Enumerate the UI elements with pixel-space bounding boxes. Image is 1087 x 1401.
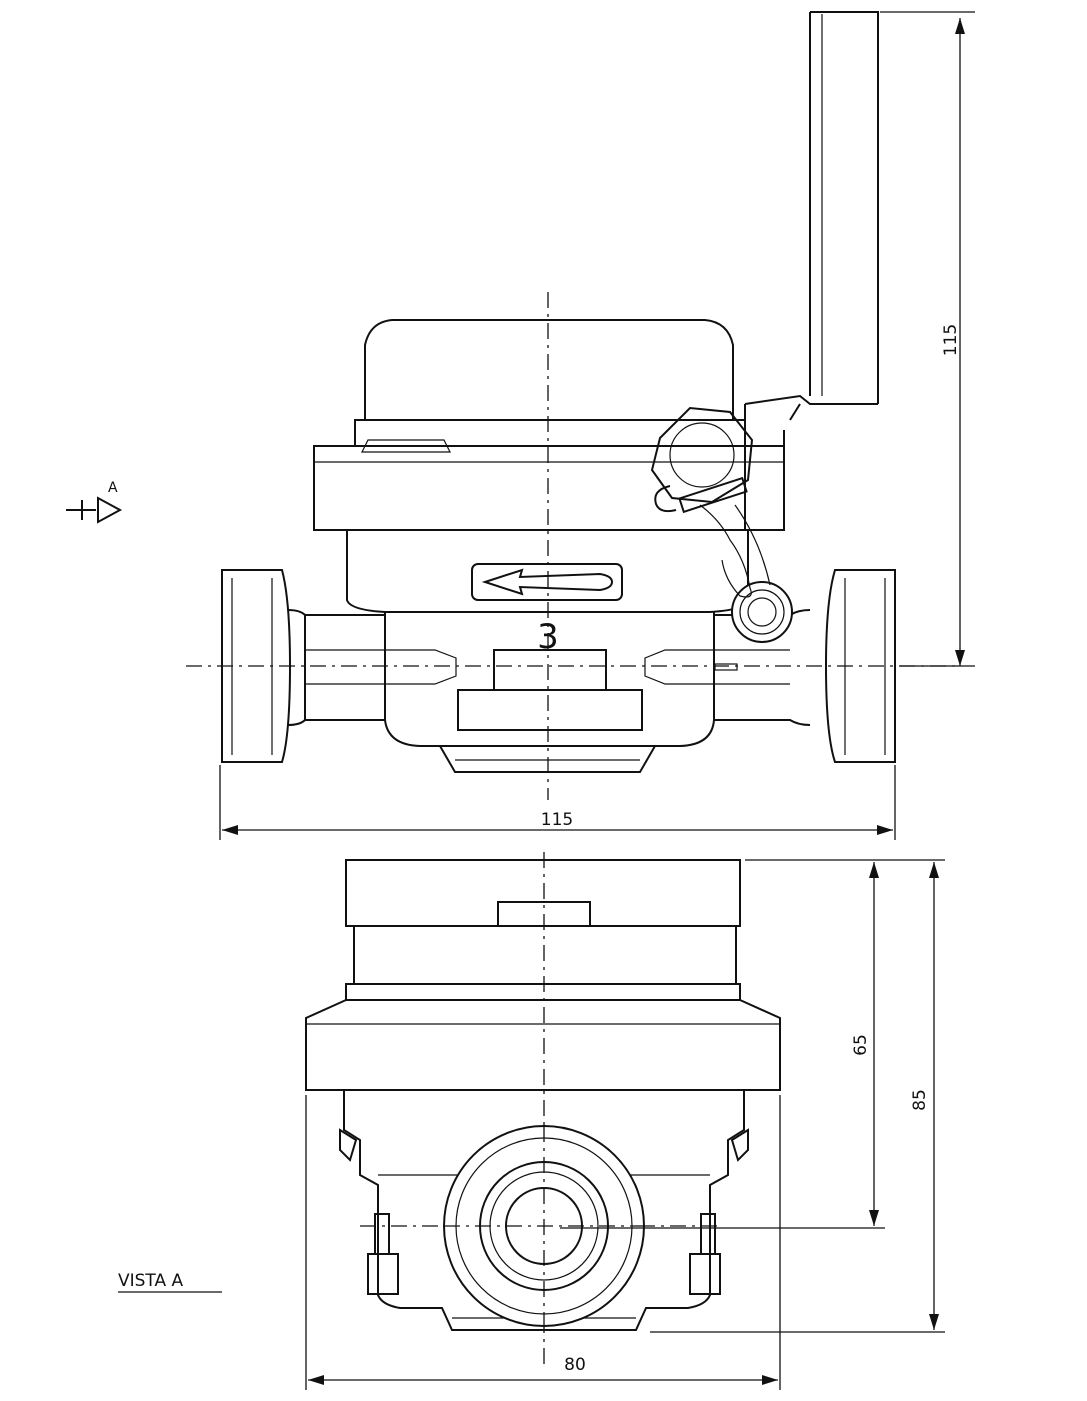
dimension-height-to-axis: 115 (880, 11, 975, 667)
register-cover (364, 319, 734, 420)
dimension-height-to-axis-label: 115 (941, 324, 961, 356)
right-foot (689, 1253, 721, 1295)
cable (789, 11, 879, 421)
right-post (700, 1213, 716, 1255)
dimension-height-85: 85 (650, 859, 945, 1333)
dimension-overall-length: 115 (219, 765, 896, 840)
inlet-pipe (287, 609, 385, 726)
lower-plate (457, 689, 643, 731)
dimension-height-65-label: 65 (851, 1034, 871, 1056)
dimension-width-80: 80 (305, 1095, 781, 1390)
seal-loop (654, 485, 677, 513)
pulse-head (650, 406, 754, 504)
dimension-overall-length-label: 115 (541, 810, 573, 830)
cover-ring (354, 419, 746, 447)
end-view-vista-a (305, 852, 781, 1370)
flow-arrow-icon (481, 568, 614, 596)
cover-ring-end (353, 925, 737, 985)
side-bracket (744, 394, 878, 531)
left-foot (367, 1253, 399, 1295)
section-arrow-icon (66, 496, 123, 524)
upper-body-end (305, 999, 781, 1091)
bottom-foot (439, 745, 656, 773)
section-marker-label: A (108, 480, 118, 496)
view-title: VISTA A (118, 1271, 184, 1291)
left-lug-icon (339, 1128, 358, 1162)
dimension-height-85-label: 85 (910, 1089, 930, 1111)
inlet-flange (221, 569, 292, 763)
dimension-height-65: 65 (560, 859, 885, 1229)
cover-slot (361, 439, 451, 453)
register-cover-end (345, 859, 741, 927)
outlet-flange (824, 569, 896, 763)
sensor-fitting (731, 581, 793, 643)
flow-direction-plate (471, 563, 623, 601)
side-elevation-view: 3 A (66, 11, 960, 800)
pipe-size-label: 3 (537, 617, 559, 657)
seal-wire (699, 504, 771, 598)
right-lug-icon (730, 1128, 749, 1162)
meter-body-end (343, 1090, 745, 1331)
dimension-width-80-label: 80 (564, 1355, 586, 1375)
